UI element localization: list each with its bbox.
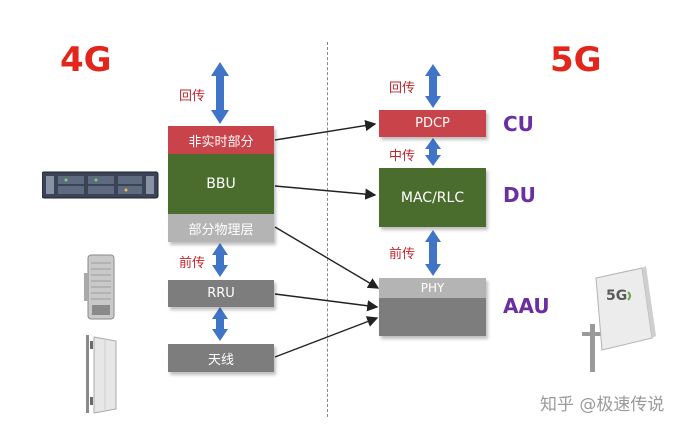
unit-cu: CU (503, 112, 534, 136)
left-antenna-arrow (212, 307, 228, 341)
box-non-realtime: 非实时部分 (168, 126, 274, 154)
box-aau-stack: PHY (379, 278, 486, 336)
title-4g: 4G (60, 40, 112, 80)
right-fronthaul-arrow (425, 230, 441, 276)
left-backhaul-arrow (211, 62, 229, 124)
label-backhaul-left: 回传 (179, 89, 206, 104)
arrow-bbu-to-macrlc (274, 185, 377, 200)
right-backhaul-arrow (425, 64, 441, 108)
arrow-antenna-to-aau (274, 316, 379, 358)
arrow-nonrt-to-pdcp (274, 120, 377, 141)
watermark: 知乎 @极速传说 (540, 395, 665, 415)
box-mac-rlc: MAC/RLC (379, 168, 486, 227)
label-fronthaul-left: 前传 (179, 256, 206, 271)
rru-unit-icon (84, 254, 115, 320)
box-phy: PHY (379, 278, 486, 298)
box-aau-body (379, 298, 486, 336)
arrow-phy-to-aau (274, 226, 380, 289)
svg-text:5G: 5G (606, 288, 627, 304)
center-divider (327, 42, 328, 417)
panel-antenna-icon (86, 335, 117, 414)
box-bbu: BBU (168, 154, 274, 214)
aau-5g-icon: 5G (582, 266, 656, 372)
label-midhaul: 中传 (389, 149, 416, 164)
box-antenna: 天线 (168, 344, 274, 372)
box-partial-phy: 部分物理层 (168, 214, 274, 242)
left-fronthaul-arrow (212, 243, 228, 277)
unit-du: DU (503, 183, 536, 207)
label-backhaul-right: 回传 (389, 81, 416, 96)
title-5g: 5G (550, 40, 602, 80)
label-fronthaul-right: 前传 (389, 247, 416, 262)
right-midhaul-arrow (425, 138, 441, 166)
bbu-rack-icon (42, 171, 159, 199)
arrow-rru-to-aau (274, 293, 379, 312)
box-rru: RRU (168, 280, 274, 307)
box-pdcp: PDCP (379, 110, 486, 137)
unit-aau: AAU (503, 294, 550, 318)
